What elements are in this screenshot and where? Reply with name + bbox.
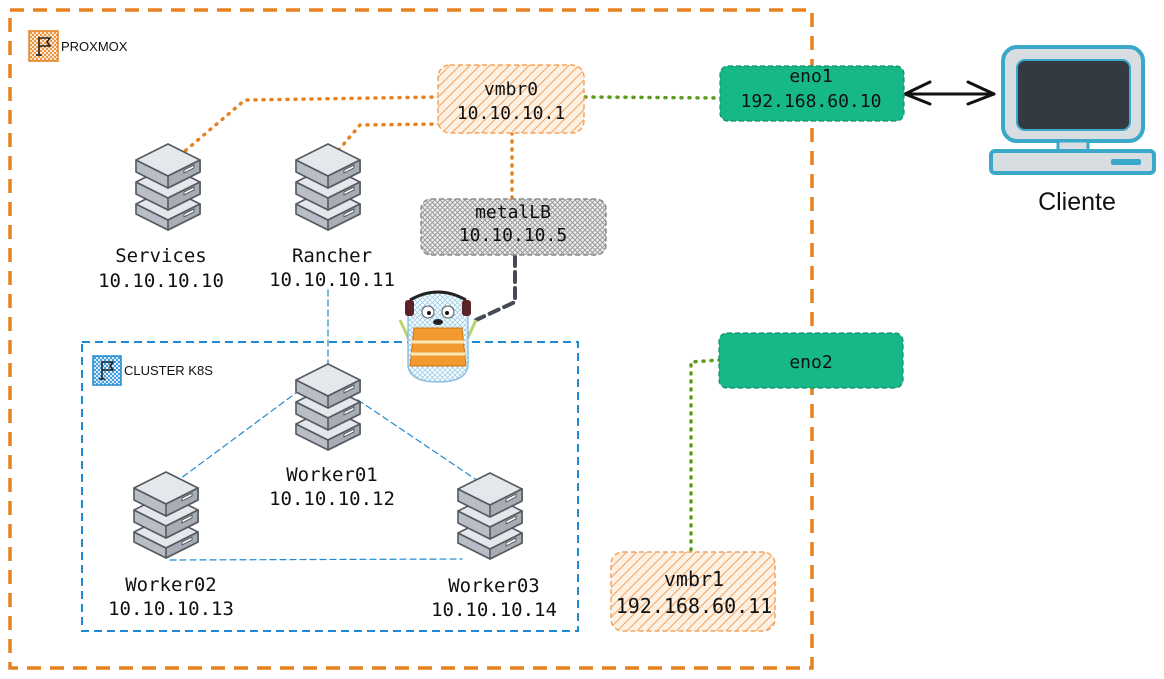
server-stack-icon	[457, 472, 523, 560]
vmbr0-node[interactable]: vmbr0 10.10.10.1	[437, 64, 585, 134]
link-metallb-mascot	[474, 254, 517, 322]
link-worker02-worker03	[169, 558, 463, 561]
server-worker02[interactable]: Worker02 10.10.10.13	[108, 471, 234, 620]
server-worker03-ip: 10.10.10.14	[431, 599, 557, 621]
server-worker02-ip: 10.10.10.13	[108, 598, 234, 620]
link-worker01-worker03	[357, 399, 491, 490]
server-services-name: Services	[115, 245, 207, 267]
link-vmbr0-rancher	[323, 122, 442, 168]
client-double-arrow	[903, 80, 996, 106]
vmbr1-ip: 192.168.60.11	[616, 594, 773, 618]
server-rancher-ip: 10.10.10.11	[269, 269, 395, 291]
link-vmbr0-eno1	[583, 95, 724, 100]
server-worker01-name: Worker01	[286, 464, 378, 486]
vmbr1-name: vmbr1	[664, 567, 724, 591]
eno1-node[interactable]: eno1 192.168.60.10	[719, 65, 905, 122]
proxmox-label: PROXMOX	[61, 39, 128, 54]
proxmox-flag-icon	[28, 30, 59, 62]
server-worker03-name: Worker03	[448, 575, 540, 597]
connections	[163, 95, 724, 561]
server-worker01-ip: 10.10.10.12	[269, 488, 395, 510]
metallb-node[interactable]: metalLB 10.10.10.5	[420, 198, 607, 256]
server-services[interactable]: Services 10.10.10.10	[98, 143, 224, 292]
metallb-ip: 10.10.10.5	[459, 225, 567, 246]
eno2-node[interactable]: eno2	[718, 332, 904, 389]
server-stack-icon	[295, 363, 361, 451]
eno1-ip: 192.168.60.10	[741, 91, 882, 112]
vmbr0-ip: 10.10.10.1	[457, 103, 565, 124]
cluster-flag-icon	[92, 355, 122, 386]
metallb-name: metalLB	[475, 202, 551, 223]
desktop-computer-icon[interactable]	[989, 45, 1156, 175]
eno2-name: eno2	[789, 352, 832, 373]
eno1-name: eno1	[789, 66, 832, 87]
server-services-ip: 10.10.10.10	[98, 270, 224, 292]
cluster-k8s-label: CLUSTER K8S	[124, 363, 213, 378]
client-label: Cliente	[1038, 188, 1116, 216]
gopher-mascot-icon	[398, 290, 478, 383]
server-worker03[interactable]: Worker03 10.10.10.14	[431, 472, 557, 621]
vmbr1-node[interactable]: vmbr1 192.168.60.11	[610, 551, 776, 632]
vmbr0-name: vmbr0	[484, 79, 538, 100]
server-stack-icon	[135, 143, 201, 231]
cluster-k8s-boundary	[81, 341, 579, 632]
server-worker02-name: Worker02	[125, 574, 217, 596]
server-rancher[interactable]: Rancher 10.10.10.11	[269, 143, 395, 291]
link-eno2-vmbr1	[689, 358, 722, 554]
server-worker01[interactable]: Worker01 10.10.10.12	[269, 363, 395, 510]
server-rancher-name: Rancher	[292, 245, 372, 267]
link-worker01-worker02	[164, 389, 301, 491]
server-stack-icon	[133, 471, 199, 559]
server-stack-icon	[295, 143, 361, 231]
link-vmbr0-services	[163, 95, 442, 170]
